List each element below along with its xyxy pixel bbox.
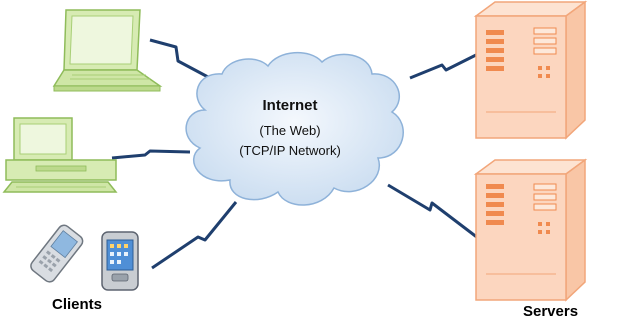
server-tower-icon bbox=[473, 0, 588, 140]
cloud-subtitle-network: (TCP/IP Network) bbox=[239, 143, 341, 158]
server-tower-icon bbox=[473, 158, 588, 302]
network-links bbox=[111, 38, 479, 270]
link-desktop bbox=[111, 149, 191, 160]
link-phones bbox=[151, 201, 238, 270]
cloud-subtitle-web: (The Web) bbox=[259, 123, 321, 138]
laptop-icon bbox=[52, 9, 163, 92]
cloud-icon bbox=[185, 51, 404, 206]
link-laptop bbox=[149, 38, 209, 79]
desktop-computer-icon bbox=[2, 117, 118, 193]
link-server-top bbox=[409, 53, 477, 80]
clients-label: Clients bbox=[52, 296, 103, 313]
cloud-title: Internet bbox=[262, 97, 318, 114]
mobile-phones-icon bbox=[30, 224, 139, 291]
link-server-bottom bbox=[387, 183, 479, 240]
servers-label: Servers bbox=[523, 303, 579, 320]
